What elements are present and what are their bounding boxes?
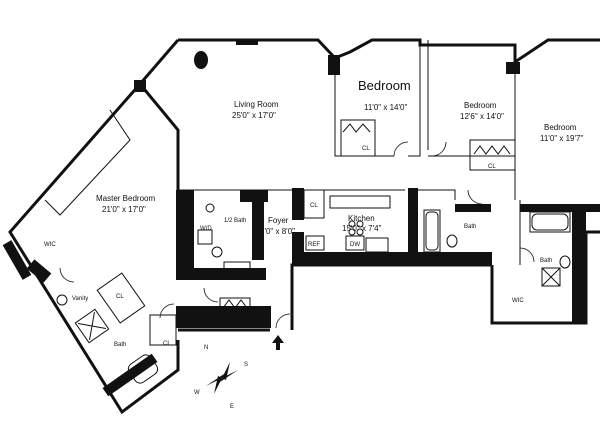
- kitchen-dims: 15'0" x 7'4": [342, 224, 382, 233]
- wic-label: WIC: [44, 242, 56, 248]
- living-room-name: Living Room: [234, 100, 279, 109]
- foyer-dims: 7'0" x 8'0": [260, 227, 295, 236]
- foyer-name: Foyer: [268, 216, 289, 225]
- bath-fixtures: [56, 203, 571, 384]
- bedroom-2-name: Bedroom: [464, 101, 497, 110]
- cl-label: CL: [230, 316, 238, 322]
- compass-n: N: [204, 345, 208, 351]
- wd-label: W/D: [200, 226, 212, 232]
- dw-label: DW: [350, 242, 360, 248]
- compass-icon: N S W E: [194, 345, 248, 410]
- bath-label: Bath: [114, 342, 126, 348]
- compass-e: E: [230, 404, 234, 410]
- room-labels: Living Room 25'0" x 17'0" Bedroom 11'0" …: [96, 78, 583, 236]
- bath-label: Bath: [540, 258, 552, 264]
- vanity-label: Vanity: [72, 296, 88, 302]
- bedroom-1-dims: 11'0" x 14'0": [364, 103, 407, 112]
- fixture-labels: 1/2 Bath W/D CL CL CL CL CL CL CL REF DW…: [44, 146, 552, 348]
- living-room-dims: 25'0" x 17'0": [232, 111, 276, 120]
- compass-w: W: [194, 390, 200, 396]
- cl-label: CL: [488, 164, 496, 170]
- bedroom-3-name: Bedroom: [544, 123, 577, 132]
- cl-label: CL: [163, 341, 171, 347]
- cl-label: CL: [236, 270, 244, 276]
- ref-label: REF: [308, 242, 320, 248]
- outer-walls: [8, 38, 600, 415]
- entry-arrow-icon: [272, 335, 284, 350]
- wall-blocks: [2, 40, 600, 397]
- kitchen-name: Kitchen: [348, 214, 375, 223]
- cl-label: CL: [310, 203, 318, 209]
- wic-label: WIC: [512, 298, 524, 304]
- master-bedroom-dims: 21'0" x 17'0": [102, 205, 146, 214]
- bedroom-1-name: Bedroom: [358, 78, 411, 93]
- doors: [59, 141, 535, 329]
- bedroom-3-dims: 11'0" x 19'7": [540, 134, 583, 143]
- master-bedroom-name: Master Bedroom: [96, 194, 155, 203]
- half-bath-label: 1/2 Bath: [224, 218, 246, 224]
- kitchen-appliances: [305, 195, 391, 253]
- closets: [96, 119, 516, 346]
- bedroom-2-dims: 12'6" x 14'0": [460, 112, 504, 121]
- cl-label: CL: [362, 146, 370, 152]
- bath-label: Bath: [464, 224, 476, 230]
- cl-label: CL: [116, 294, 124, 300]
- compass-s: S: [244, 362, 248, 368]
